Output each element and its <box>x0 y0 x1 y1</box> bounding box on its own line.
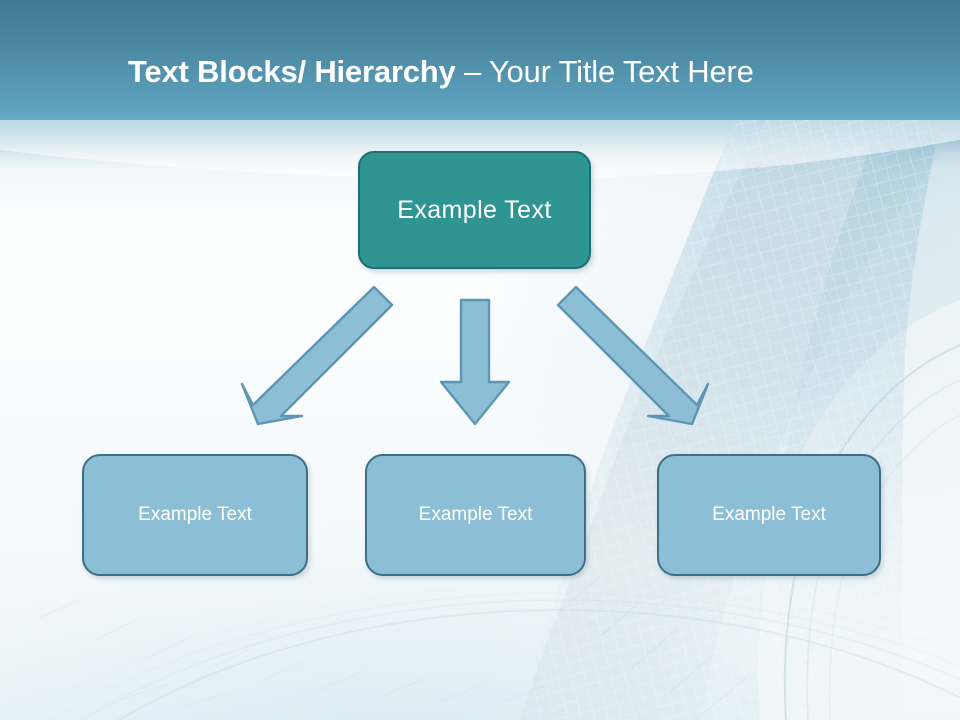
page-title-bold: Text Blocks/ Hierarchy <box>128 54 456 89</box>
child-node-2-label: Example Text <box>418 504 533 525</box>
child-node-3-label: Example Text <box>712 504 826 525</box>
root-node[interactable]: Example Text <box>358 151 591 269</box>
child-node-2[interactable]: Example Text <box>365 454 586 576</box>
child-node-3[interactable]: Example Text <box>657 454 881 576</box>
page-title-separator: – <box>455 54 489 89</box>
page-title-light: Your Title Text Here <box>488 54 754 89</box>
child-node-1[interactable]: Example Text <box>82 454 308 576</box>
root-node-label: Example Text <box>397 195 552 224</box>
child-node-1-label: Example Text <box>138 504 252 525</box>
page-title: Text Blocks/ Hierarchy – Your Title Text… <box>128 52 888 92</box>
